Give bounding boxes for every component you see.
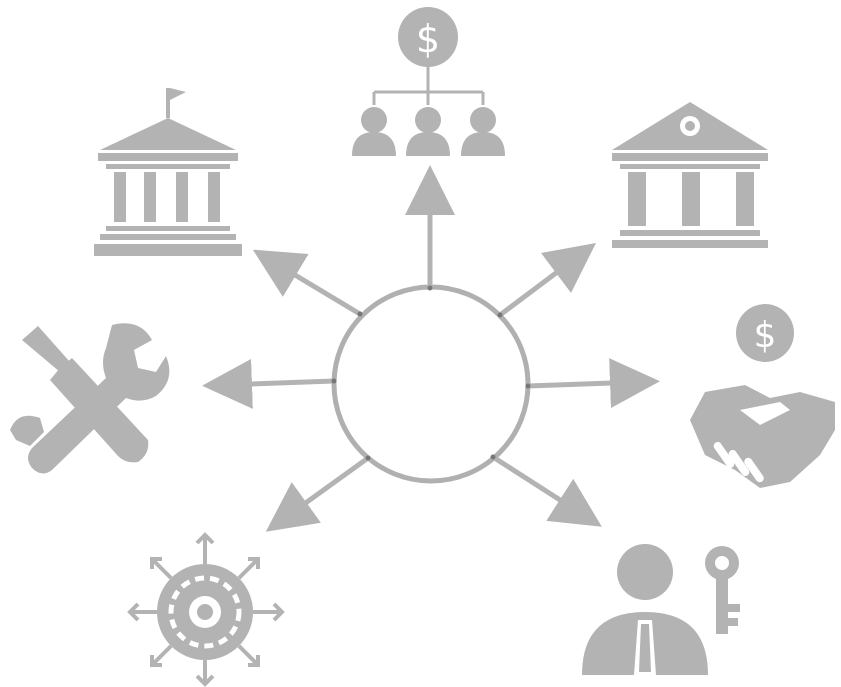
government-building-icon (94, 88, 242, 256)
virus-spread-icon (127, 532, 285, 687)
arrow-up-left (252, 249, 362, 317)
people-funding-icon: $ (352, 7, 505, 156)
arrow-left (202, 358, 335, 409)
junction-dots (331, 285, 531, 461)
arrows (202, 165, 660, 532)
person-key-icon (582, 544, 740, 675)
wrench-screwdriver-icon (10, 323, 170, 474)
arrow-down-right (491, 454, 602, 527)
dollar-glyph-right: $ (754, 315, 777, 356)
bank-icon (612, 102, 768, 248)
dollar-glyph-top: $ (416, 17, 440, 61)
arrow-up-right (498, 243, 596, 317)
arrow-right (527, 358, 660, 409)
handshake-dollar-icon: $ (690, 304, 835, 488)
arrow-down-left (265, 455, 370, 532)
